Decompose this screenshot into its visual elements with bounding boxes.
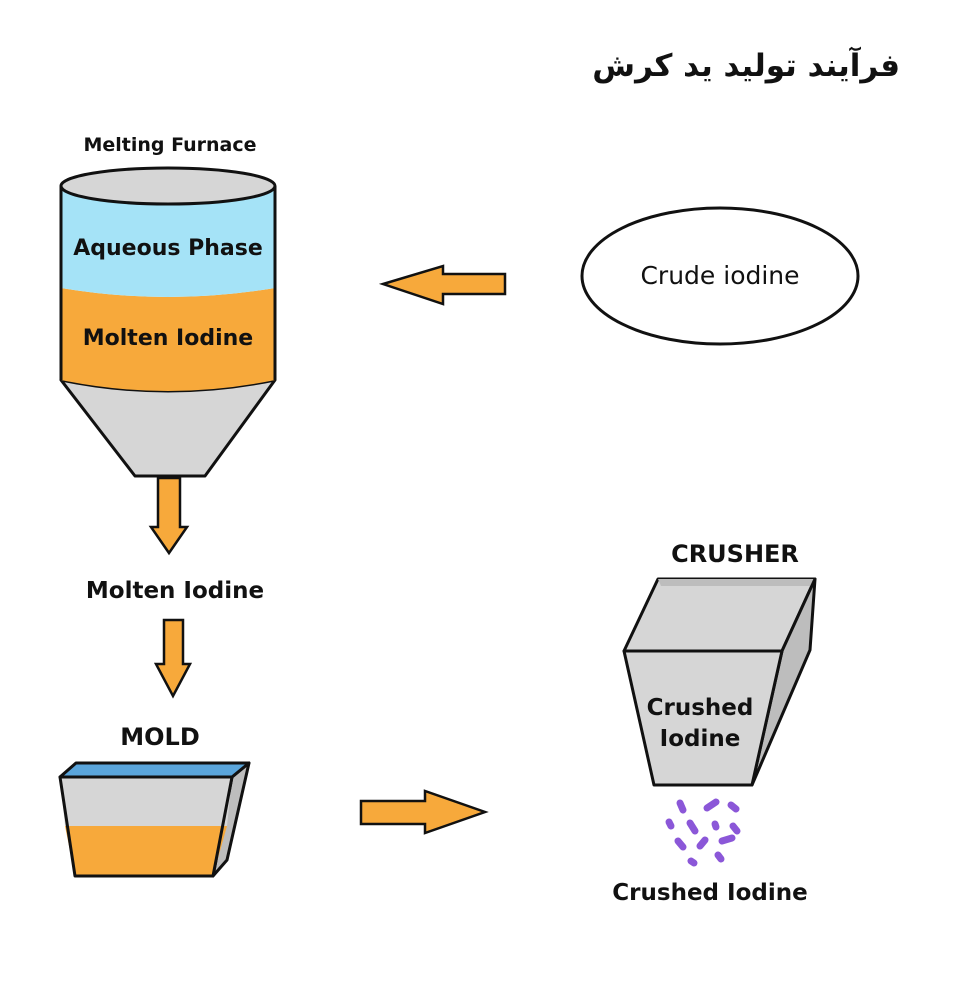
particle: [687, 857, 698, 867]
crude-iodine-ellipse: [580, 206, 860, 346]
particle: [718, 834, 736, 845]
melting-furnace: [59, 166, 277, 478]
furnace-cone: [59, 378, 277, 478]
particle: [714, 851, 725, 863]
particle: [711, 820, 720, 831]
particle: [729, 822, 741, 835]
molten-iodine-stream-label: Molten Iodine: [85, 578, 265, 604]
particle: [674, 837, 687, 851]
mold-top-surface: [58, 761, 251, 779]
particle: [686, 819, 699, 835]
arrow-crude-to-furnace: [378, 264, 507, 306]
molten-iodine-layer-label: Molten Iodine: [82, 326, 254, 351]
aqueous-phase-label: Aqueous Phase: [73, 236, 263, 261]
furnace-top-opening: [59, 166, 277, 206]
crusher-inner-back: [658, 579, 815, 586]
arrow-mold-to-crusher: [359, 789, 489, 835]
crude-iodine-label: Crude iodine: [640, 261, 800, 290]
mold-label: MOLD: [120, 723, 200, 751]
arrow-furnace-outlet: [148, 476, 190, 556]
mold-container: [58, 761, 251, 878]
crusher-inner-label-line1: Crushed: [646, 695, 754, 721]
crusher-inner-label-line2: Iodine: [659, 726, 741, 752]
crusher-front-face: [622, 649, 784, 787]
page-title: فرآیند تولید ید کرش: [592, 48, 900, 84]
particle: [665, 818, 675, 830]
particle: [696, 836, 709, 850]
furnace-label: Melting Furnace: [83, 134, 257, 156]
crushed-iodine-output-label: Crushed Iodine: [612, 880, 808, 906]
crusher-machine: [622, 577, 817, 787]
particle: [727, 801, 740, 813]
particle: [676, 799, 687, 814]
particle: [703, 798, 720, 812]
crusher-label: CRUSHER: [671, 540, 799, 568]
crushed-iodine-particles: [665, 798, 741, 867]
furnace-aqueous-layer: [61, 186, 275, 297]
mold-body-gray: [60, 777, 232, 826]
mold-body-molten: [65, 826, 227, 876]
arrow-to-mold: [153, 618, 193, 699]
furnace-molten-layer: [61, 288, 275, 391]
